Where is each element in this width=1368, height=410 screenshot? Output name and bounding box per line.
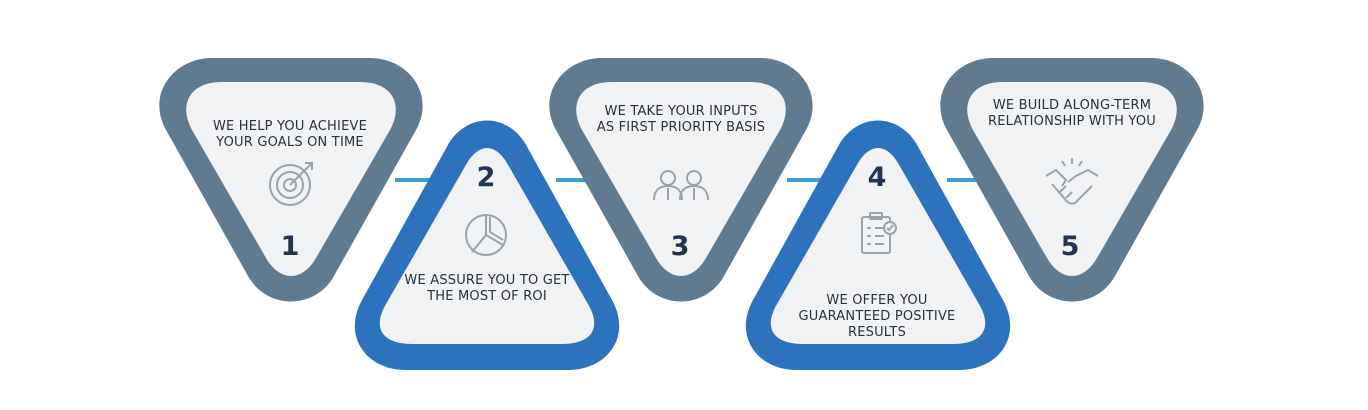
step-5-number: 5 bbox=[1060, 231, 1080, 262]
handshake-icon bbox=[1045, 158, 1099, 205]
target-icon bbox=[269, 162, 313, 206]
step-2-triangle bbox=[354, 120, 620, 370]
step-2-text: WE ASSURE YOU TO GET THE MOST OF ROI bbox=[404, 273, 570, 304]
connector-line bbox=[395, 178, 455, 182]
connector-line bbox=[947, 178, 987, 182]
step-4-text: WE OFFER YOU GUARANTEED POSITIVE RESULTS bbox=[798, 293, 956, 340]
step-1-number: 1 bbox=[280, 231, 300, 262]
step-4-triangle bbox=[745, 120, 1011, 370]
step-1-text: WE HELP YOU ACHIEVE YOUR GOALS ON TIME bbox=[213, 119, 367, 150]
step-3-triangle bbox=[549, 58, 813, 302]
checklist-icon bbox=[861, 212, 897, 254]
step-3-text: WE TAKE YOUR INPUTS AS FIRST PRIORITY BA… bbox=[596, 104, 766, 135]
step-2-number: 2 bbox=[476, 162, 496, 193]
step-4-number: 4 bbox=[867, 162, 887, 193]
step-5-text: WE BUILD ALONG-TERM RELATIONSHIP WITH YO… bbox=[988, 98, 1156, 129]
step-3-number: 3 bbox=[670, 231, 690, 262]
people-icon bbox=[653, 170, 709, 201]
connector-line bbox=[556, 178, 596, 182]
pie-chart-icon bbox=[465, 214, 507, 256]
connector-line bbox=[787, 178, 847, 182]
